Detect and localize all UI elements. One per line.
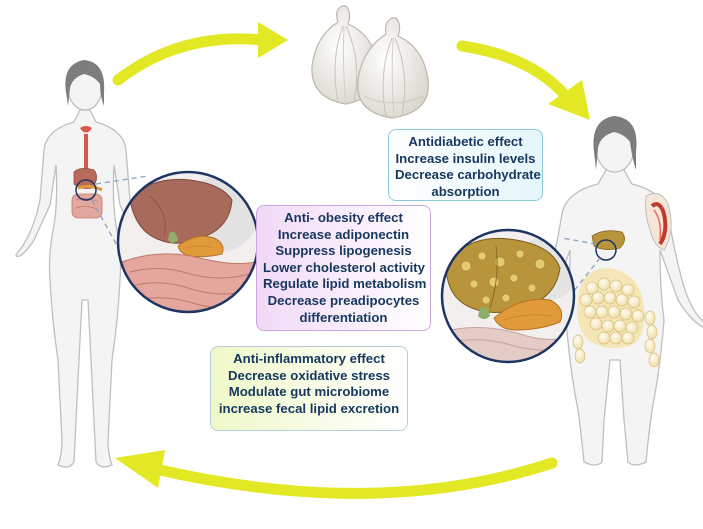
- zoom-lines-right: [561, 237, 601, 297]
- box-line: Lower cholesterol activity: [263, 259, 425, 275]
- muscle-icon: [645, 192, 672, 251]
- box-line: Anti-inflammatory effect: [233, 351, 385, 366]
- liver-icon: [129, 178, 233, 244]
- healthy-woman-figure: [15, 60, 155, 468]
- box-line: differentiation: [299, 309, 388, 325]
- pancreas-icon: [493, 298, 563, 331]
- gallbladder: [168, 231, 178, 243]
- box-line: Decrease carbohydrate: [395, 167, 541, 183]
- obese-woman-figure: [517, 116, 703, 466]
- healthy-organs-zoom: [116, 170, 260, 314]
- esophagus: [84, 134, 88, 170]
- thyroid: [80, 126, 92, 133]
- obese-woman-hair: [593, 116, 637, 170]
- box-line: increase fecal lipid excretion: [218, 400, 400, 416]
- box-line: Decrease oxidative stress: [227, 367, 391, 383]
- arrow-left-to-garlic: [112, 22, 288, 86]
- box-line: Regulate lipid metabolism: [263, 276, 427, 292]
- intestine-small: [71, 193, 103, 219]
- pancreas-icon: [177, 235, 224, 258]
- box-line: Antidiabetic effect: [408, 134, 523, 149]
- zoom-source-circle-left: [75, 179, 97, 201]
- box-line: Decrease preadipocytes: [267, 292, 420, 308]
- garlic-bulb-icon: [311, 5, 429, 119]
- arrow-bottom-return: [115, 450, 558, 499]
- antidiabetic-effect-box: Antidiabetic effect Increase insulin lev…: [388, 129, 543, 201]
- arrow-garlic-to-right: [456, 40, 590, 120]
- box-line: Modulate gut microbiome: [228, 384, 390, 400]
- box-line: Increase insulin levels: [395, 150, 536, 166]
- anti-obesity-effect-box: Anti- obesity effect Increase adiponecti…: [256, 205, 431, 331]
- healthy-woman-hair: [65, 60, 105, 106]
- fatty-liver-icon: [445, 237, 561, 313]
- cycle-arrows: [112, 22, 590, 499]
- adipose-tissue-icon: [572, 268, 660, 368]
- zoom-source-circle-right: [595, 239, 617, 261]
- garlic-bulb-right: [357, 17, 429, 119]
- anti-inflammatory-effect-box: Anti-inflammatory effect Decrease oxidat…: [210, 346, 408, 431]
- box-line: Anti- obesity effect: [284, 210, 403, 225]
- gallbladder-right: [478, 307, 490, 319]
- pancreas-small: [77, 184, 103, 192]
- box-line: Increase adiponectin: [277, 226, 410, 242]
- box-line: Suppress lipogenesis: [275, 243, 412, 259]
- box-line: absorption: [431, 183, 500, 199]
